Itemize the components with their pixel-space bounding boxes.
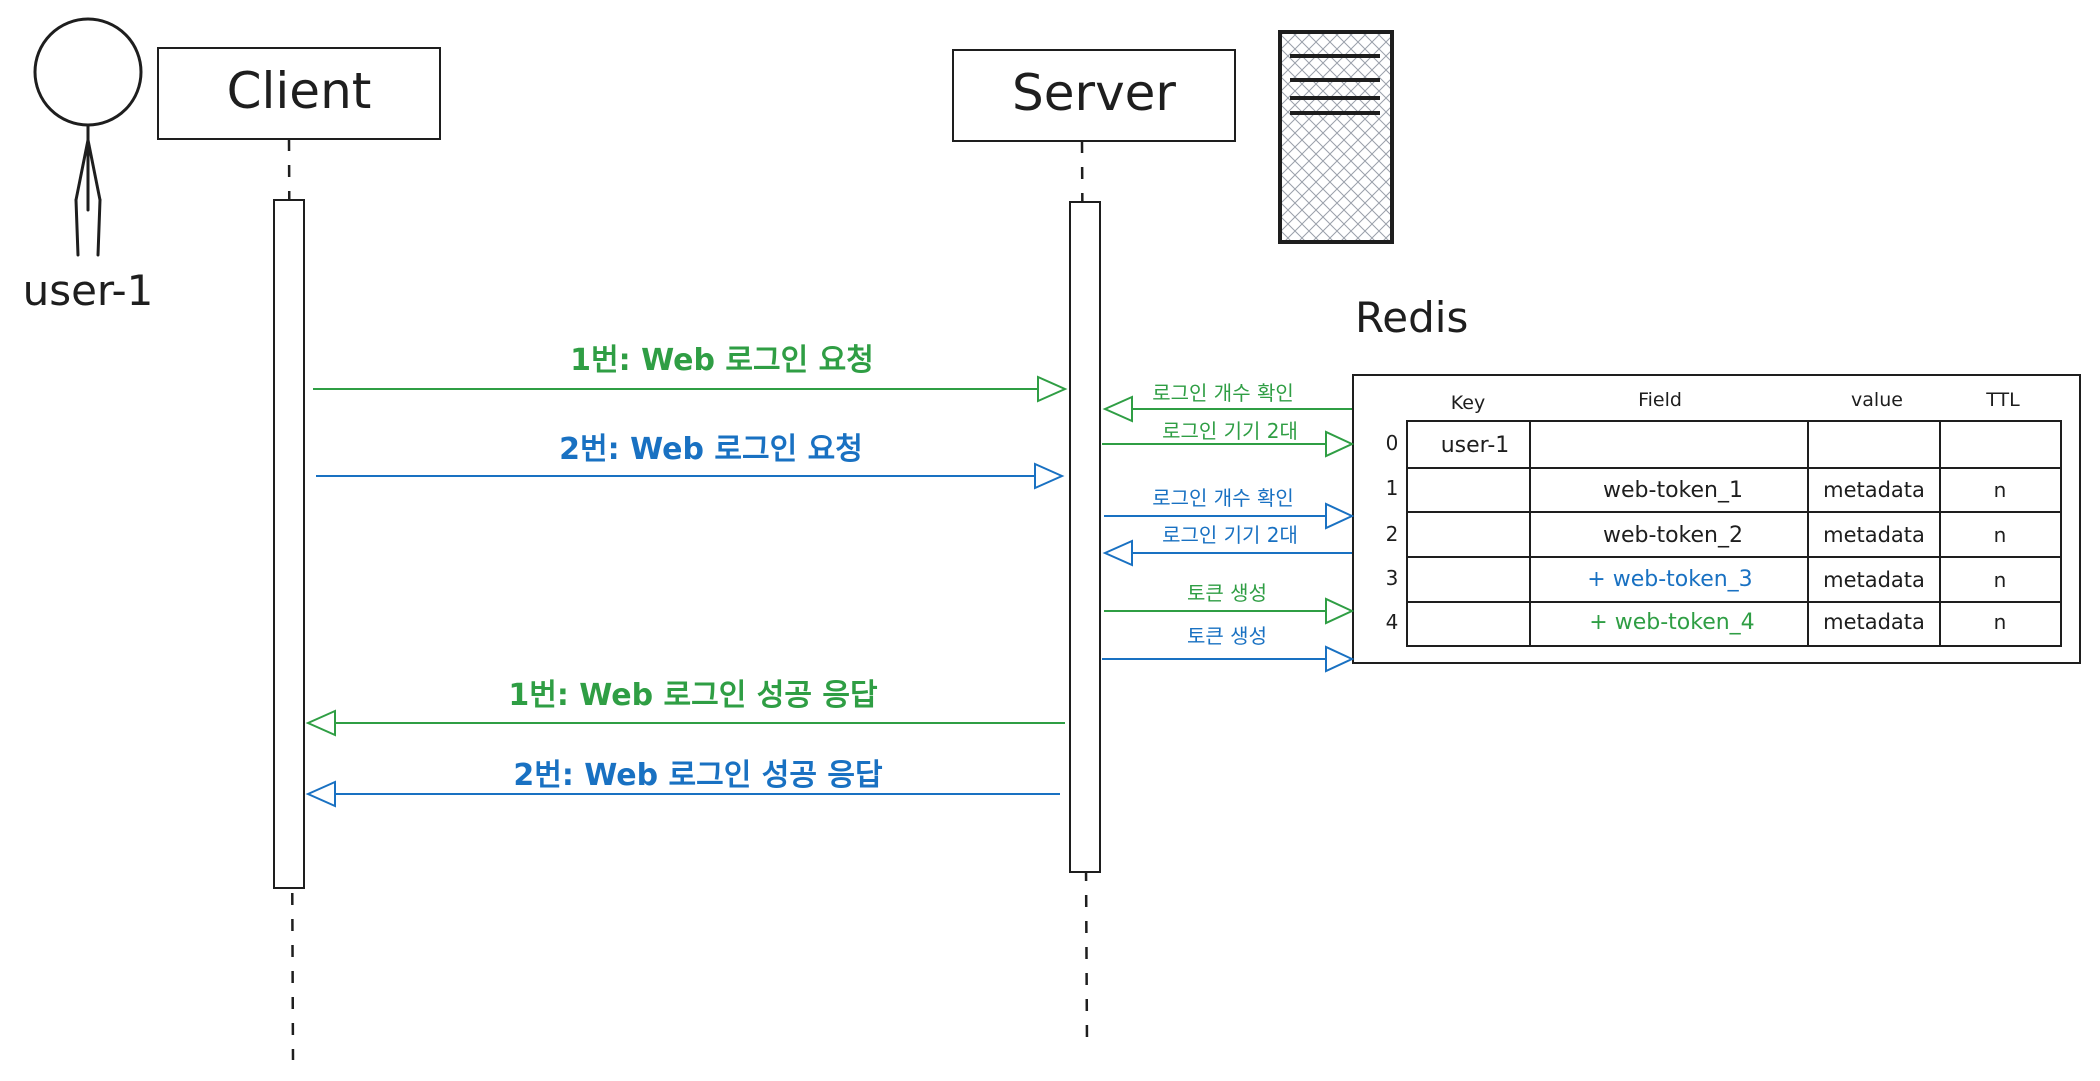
redis-cell-value: metadata (1823, 568, 1925, 592)
redis-row-index: 3 (1386, 566, 1399, 590)
redis-row-index: 0 (1386, 431, 1399, 455)
message-redis-count-check-2: 로그인 개수 확인 (1104, 486, 1355, 530)
participant-client: Client (157, 47, 441, 1061)
message-redis-devices-1: 로그인 기기 2대 (1102, 419, 1355, 458)
client-label: Client (227, 62, 372, 120)
redis-cell-ttl: n (1994, 568, 2007, 592)
redis-column-header: Field (1638, 389, 1682, 411)
redis-column-header: value (1851, 389, 1903, 411)
redis-row-index: 2 (1386, 522, 1399, 546)
redis-cell-value: metadata (1823, 478, 1925, 502)
arrowhead-right-icon (1325, 430, 1355, 458)
message-label: 로그인 기기 2대 (1162, 419, 1298, 443)
redis-cell-field: web-token_2 (1603, 523, 1743, 548)
message-label: 1번: Web 로그인 성공 응답 (508, 678, 878, 713)
redis-column-header: TTL (1985, 389, 2020, 411)
arrowhead-left-icon (305, 780, 336, 808)
server-label: Server (1012, 64, 1176, 122)
redis-cell-key: user-1 (1441, 433, 1510, 458)
client-activation-bar (273, 199, 305, 889)
message-response-1: 1번: Web 로그인 성공 응답 (305, 678, 1065, 737)
message-label: 토큰 생성 (1187, 624, 1267, 648)
message-redis-devices-2: 로그인 기기 2대 (1102, 523, 1352, 567)
arrowhead-right-icon (1325, 645, 1355, 673)
redis-grid (1406, 420, 2062, 647)
redis-table-frame (1352, 374, 2081, 664)
message-label: 로그인 기기 2대 (1162, 523, 1298, 547)
arrowhead-left-icon (1102, 395, 1133, 423)
arrowhead-left-icon (305, 709, 336, 737)
redis-cell-field: web-token_1 (1603, 478, 1743, 503)
message-label: 토큰 생성 (1187, 581, 1267, 605)
client-box (157, 47, 441, 140)
server-activation-bar (1069, 201, 1101, 873)
message-request-2: 2번: Web 로그인 요청 (316, 432, 1065, 490)
redis-cell-value: metadata (1823, 523, 1925, 547)
arrowhead-right-icon (1325, 597, 1355, 625)
message-label: 1번: Web 로그인 요청 (570, 343, 874, 378)
redis-cell-ttl: n (1994, 610, 2007, 634)
message-redis-count-check-1: 로그인 개수 확인 (1102, 381, 1352, 423)
arrowhead-left-icon (1102, 539, 1133, 567)
redis-cell-value: metadata (1823, 610, 1925, 634)
redis-row-index: 1 (1386, 476, 1399, 500)
message-label: 로그인 개수 확인 (1152, 486, 1294, 510)
redis-cell-field: + web-token_4 (1589, 610, 1754, 635)
arrowhead-right-icon (1325, 502, 1355, 530)
server-box (952, 49, 1236, 142)
message-label: 2번: Web 로그인 요청 (559, 432, 863, 467)
redis-row-index: 4 (1386, 610, 1399, 634)
arrowhead-right-icon (1034, 462, 1065, 490)
message-response-2: 2번: Web 로그인 성공 응답 (305, 758, 1060, 808)
actor-user: user-1 (23, 17, 154, 315)
redis-cell-ttl: n (1994, 478, 2007, 502)
redis-column-header: Key (1451, 392, 1485, 414)
redis-cell-ttl: n (1994, 523, 2007, 547)
redis-table: Key Field value TTL 0 user-1 1 web-token… (1352, 374, 2081, 664)
actor-label: user-1 (23, 266, 154, 315)
message-label: 로그인 개수 확인 (1152, 381, 1294, 405)
participant-server: Server (952, 49, 1236, 1046)
message-request-1: 1번: Web 로그인 요청 (313, 343, 1068, 403)
message-redis-token-create-2: 토큰 생성 (1102, 624, 1355, 673)
message-label: 2번: Web 로그인 성공 응답 (513, 758, 883, 793)
redis-cell-field: + web-token_3 (1587, 567, 1752, 592)
message-redis-token-create-1: 토큰 생성 (1104, 581, 1355, 625)
stick-figure-icon (33, 17, 143, 257)
server-tower-icon (1278, 30, 1394, 244)
redis-title: Redis (1355, 293, 1468, 342)
arrowhead-right-icon (1037, 375, 1068, 403)
